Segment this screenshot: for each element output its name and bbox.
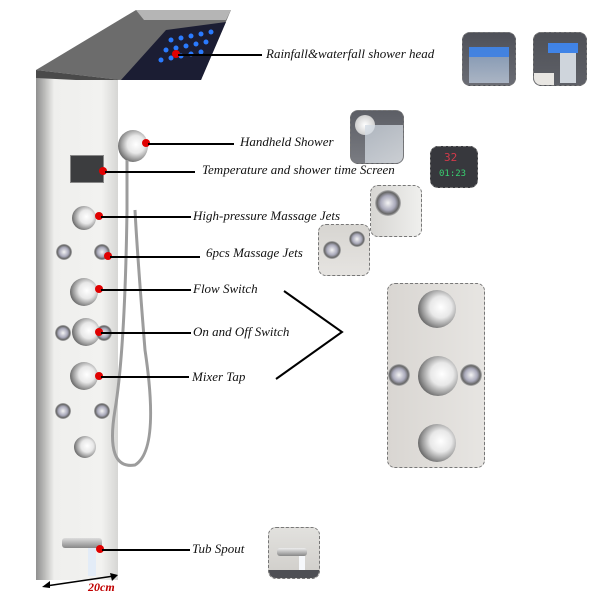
width-dimension-arrow [42,573,118,588]
marker-dot [99,167,107,175]
label-handheld-shower: Handheld Shower [240,134,334,149]
leader-line [102,549,190,551]
marker-dot [96,545,104,553]
high-pressure-jet-knob [72,206,96,230]
massage-jet [55,403,71,419]
on-off-switch-closeup [418,356,458,396]
screen-temperature: 32 [444,151,458,164]
water-fall [560,53,576,83]
leader-line [178,54,262,56]
jet-closeup [323,241,341,259]
water-stream-closeup [299,556,305,578]
thumb-control-panel [387,283,485,468]
leader-line [110,256,200,258]
leader-line [101,289,191,291]
leader-line [101,216,191,218]
thumb-temperature-screen: 32 01:23 [430,146,478,188]
flow-switch-closeup [418,290,456,328]
leader-line [148,143,234,145]
marker-dot [104,252,112,260]
led-glow [548,43,578,53]
label-high-pressure-jets: High-pressure Massage Jets [193,208,341,223]
thumb-massage-jets [318,224,370,276]
shower-hose [111,160,153,467]
thumb-waterfall-head [533,32,587,86]
leader-line [101,376,189,378]
label-tub-spout: Tub Spout [192,541,245,556]
label-flow-switch: Flow Switch [193,281,258,296]
massage-jet [55,325,71,341]
thumb-handheld-shower [350,110,404,164]
mixer-tap-knob [70,362,98,390]
water-stream [88,548,96,576]
massage-jet [94,403,110,419]
label-temperature-screen: Temperature and shower time Screen [202,162,395,177]
water-rain [469,57,509,83]
screen-time: 01:23 [439,169,467,179]
massage-jet [56,244,72,260]
label-on-off-switch: On and Off Switch [193,324,290,339]
label-rainfall-shower-head: Rainfall&waterfall shower head [266,46,435,61]
panel-edge [534,73,554,85]
jet-closeup [388,364,410,386]
flow-switch-knob [70,278,98,306]
tub-spout [62,538,102,548]
marker-dot [95,285,103,293]
marker-dot [172,50,180,58]
mixer-tap-closeup [418,424,456,462]
jet-closeup [375,190,401,216]
leader-line [105,171,195,173]
label-mixer-tap: Mixer Tap [192,369,246,384]
tub-edge [269,570,319,578]
water-spray [365,125,403,163]
thumb-high-pressure-jet [370,185,422,237]
width-label: 20cm [88,580,115,594]
jet-closeup [349,231,365,247]
rainfall-shower-head [36,10,231,80]
thumb-rainfall-head [462,32,516,86]
led-glow [469,47,509,57]
lower-knob [74,436,96,458]
label-massage-jets: 6pcs Massage Jets [206,245,303,260]
marker-dot [95,212,103,220]
marker-dot [95,328,103,336]
bracket-chevron [275,290,344,380]
marker-dot [95,372,103,380]
leader-line [101,332,191,334]
jet-closeup [460,364,482,386]
thumb-tub-spout [268,527,320,579]
spout-closeup [277,548,307,556]
marker-dot [142,139,150,147]
